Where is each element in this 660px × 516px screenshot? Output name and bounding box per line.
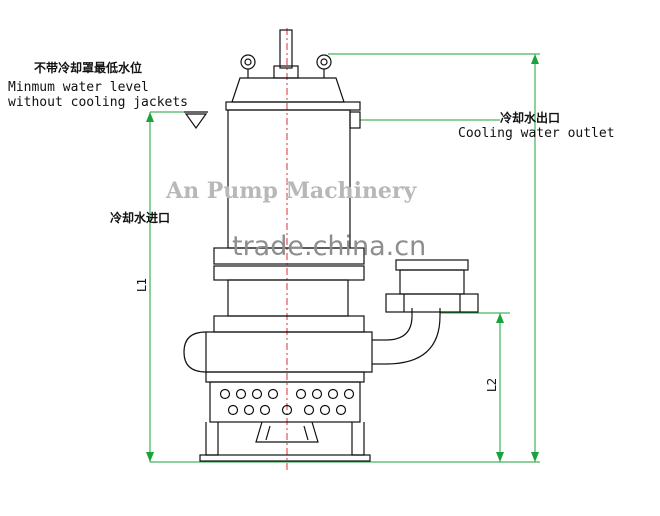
strainer-holes: [219, 388, 355, 416]
min-level-label-line1: Minmum water level: [8, 80, 149, 95]
inlet-cn-label: 冷却水进口: [110, 210, 170, 225]
min-level-label-line2: without cooling jackets: [8, 95, 188, 110]
water-level-marker: [184, 111, 208, 130]
pump-body: [183, 29, 479, 462]
l2-label: L2: [485, 378, 499, 392]
outlet-en-label: Cooling water outlet: [458, 126, 615, 141]
dimension-lines: [146, 53, 540, 463]
min-level-cn-label: 不带冷却罩最低水位: [34, 60, 142, 75]
outlet-cn-label: 冷却水出口: [500, 110, 560, 125]
company-watermark: An Pump Machinery: [165, 178, 418, 204]
site-watermark: trade.china.cn: [232, 231, 426, 262]
l1-label: L1: [135, 278, 149, 292]
